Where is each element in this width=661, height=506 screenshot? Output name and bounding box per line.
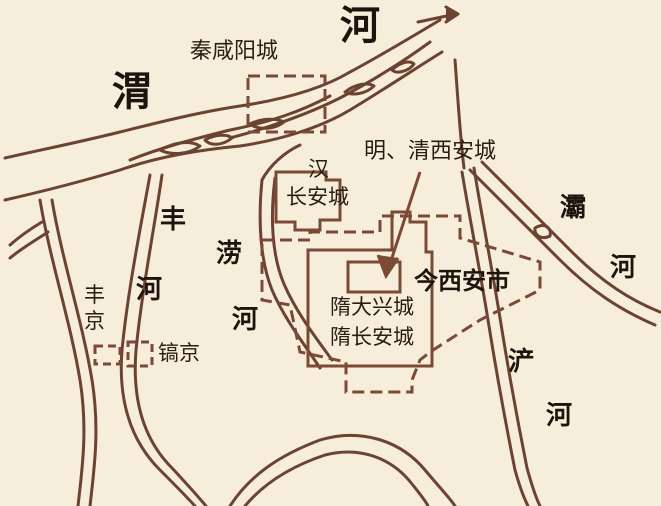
wei-river-sandbar-3 <box>343 82 376 96</box>
sui-changan-wall <box>260 214 542 394</box>
west-river-branch-b <box>8 230 50 260</box>
wei-river-sandbar-5 <box>203 133 234 146</box>
flow-arrow-head <box>444 5 460 24</box>
ba-river-island <box>533 224 552 240</box>
west-river-bank-a <box>38 198 86 506</box>
wei-river-south-bank <box>3 50 444 202</box>
south-river-bank-a <box>228 433 457 506</box>
pointer-arrow-head <box>376 254 400 280</box>
river-label-wei-1: 渭 <box>112 68 152 115</box>
river-label-wei-2: 河 <box>340 2 380 49</box>
qin-xianyang-wall <box>246 74 327 134</box>
chan-river-east-bank <box>472 166 542 506</box>
city-label-sui-daxing: 隋大兴城 <box>330 295 414 319</box>
city-label-ming-qing: 明、清西安城 <box>364 139 497 164</box>
city-label-sui-changan: 隋长安城 <box>330 325 414 349</box>
river-label-chan-2: 河 <box>546 401 573 431</box>
city-label-han-line2: 长安城 <box>286 185 349 209</box>
river-label-ba-2: 河 <box>610 253 637 283</box>
wei-river-sandbar-2 <box>248 117 286 130</box>
feng-river-west-bank <box>119 173 197 506</box>
south-river-bank-b <box>243 450 430 506</box>
han-changan-wall <box>274 170 342 232</box>
river-label-feng-2: 河 <box>136 275 163 305</box>
city-label-haojing: 镐京 <box>158 341 200 365</box>
city-label-fengjing-2: 京 <box>84 309 105 333</box>
river-label-ba-1: 灞 <box>560 193 587 223</box>
river-label-chan-1: 浐 <box>508 347 535 377</box>
ba-river-east-bank <box>480 160 661 314</box>
ba-river-west-bank <box>468 168 657 327</box>
city-label-han-line1: 汉 <box>308 157 329 181</box>
city-label-modern-xian: 今西安市 <box>414 267 510 295</box>
fengjing-wall <box>93 344 122 366</box>
pointer-arrow-shaft <box>386 171 422 271</box>
lao-river-east-bank <box>270 176 334 362</box>
west-river-bank-b <box>50 198 98 506</box>
city-label-qin-xianyang: 秦咸阳城 <box>190 39 279 64</box>
lao-river-source <box>260 143 302 182</box>
wei-river-channel-1 <box>128 94 332 162</box>
lao-river-west-bank <box>258 178 322 370</box>
ming-qing-wall <box>306 210 434 368</box>
feng-river-east-bank <box>133 173 208 506</box>
wei-river-sandbar-4 <box>390 60 416 74</box>
river-label-lao-1: 涝 <box>216 239 243 269</box>
haojing-wall <box>126 340 154 368</box>
wei-river-north-bank <box>3 18 442 160</box>
chan-river-west-bank <box>460 170 530 506</box>
river-label-feng-1: 丰 <box>160 205 187 235</box>
west-river-branch-a <box>8 220 44 247</box>
chan-river-north-line <box>453 58 466 170</box>
wei-river-sandbar-1 <box>158 141 202 155</box>
wei-river-channel-2 <box>228 40 432 140</box>
city-label-fengjing-1: 丰 <box>84 283 105 307</box>
river-label-lao-2: 河 <box>232 305 259 335</box>
